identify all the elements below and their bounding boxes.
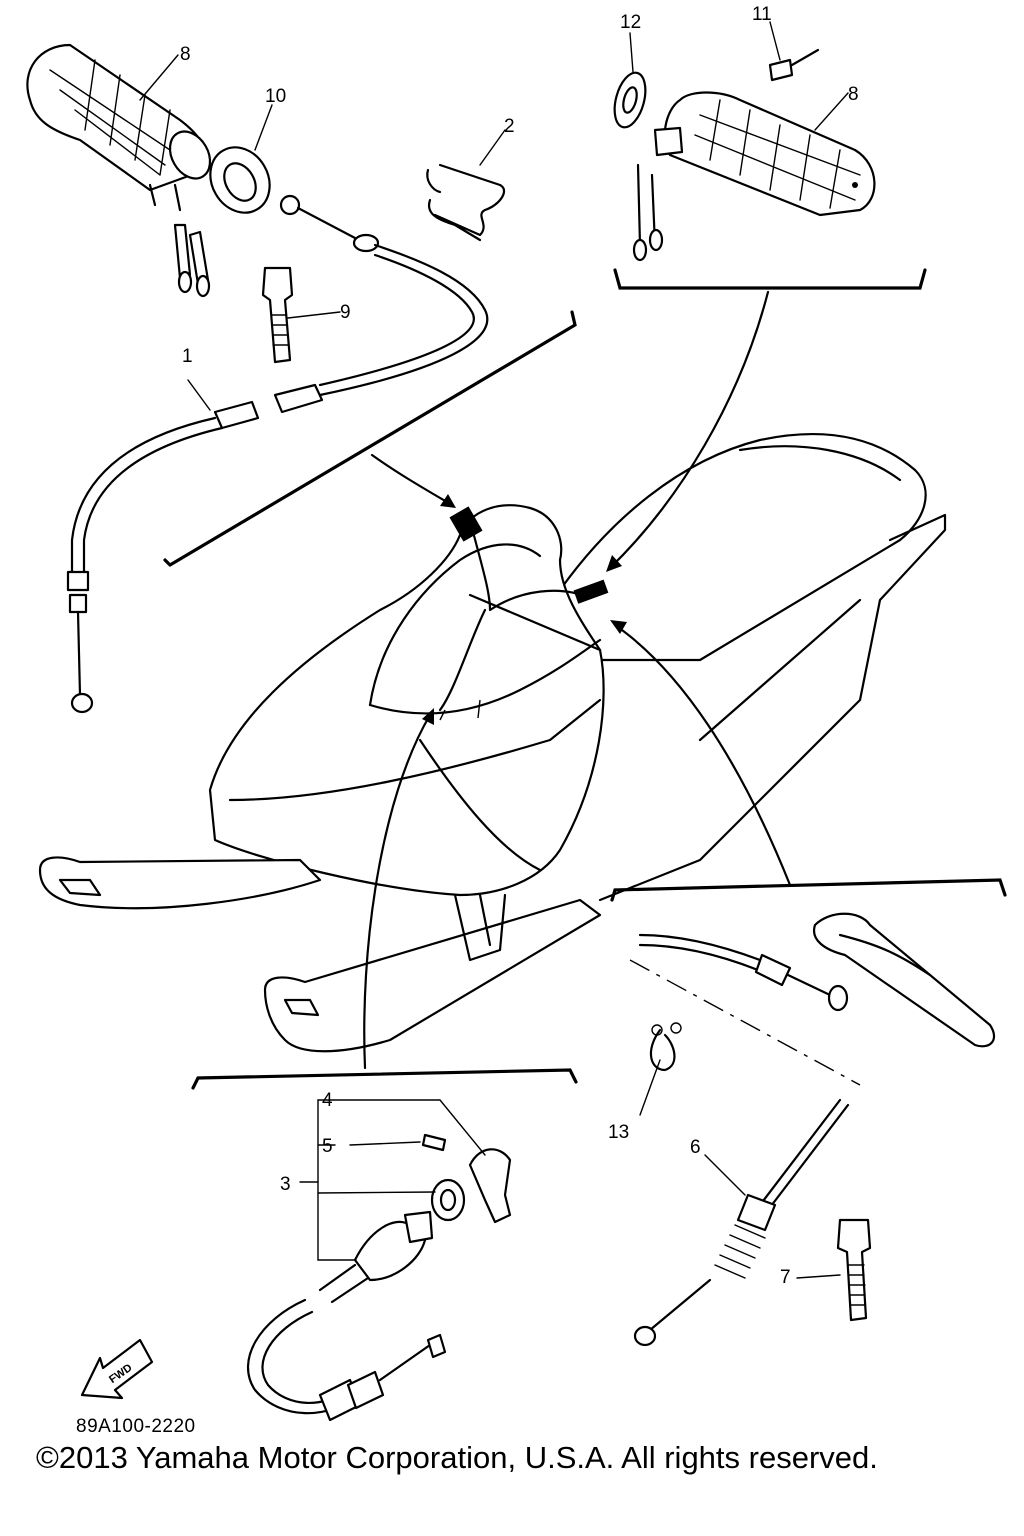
drawing-code: 89A100-2220: [76, 1416, 196, 1437]
part-grip-left: [26, 43, 212, 298]
part-clip-2: [426, 163, 506, 242]
snowmobile-illustration: [38, 433, 947, 1053]
fwd-arrow-icon: FWD: [80, 1338, 154, 1400]
callout-labels: 8 10 2 9 1 12 11 8 4 5 3 13 6 7 89A100-2…: [76, 4, 859, 1437]
callout-1: 1: [182, 346, 193, 367]
callout-11: 10: [265, 86, 286, 107]
callout-6: 6: [690, 1137, 701, 1158]
callout-leaders: [139, 21, 849, 1279]
part-tie-7: [836, 1218, 872, 1322]
copyright-notice: ©2013 Yamaha Motor Corporation, U.S.A. A…: [36, 1440, 878, 1475]
part-clip-13: [649, 1022, 682, 1072]
callout-4: 4: [322, 1090, 333, 1111]
pointer-arrows: [363, 290, 792, 1070]
callout-10: 11: [752, 4, 772, 25]
callout-3: 3: [280, 1174, 291, 1195]
part-tie-9: [261, 266, 294, 364]
callout-9: 9: [340, 302, 351, 323]
part-screw-10: [768, 48, 820, 82]
callout-13: 13: [608, 1122, 629, 1143]
part-brake-lever: [638, 912, 996, 1048]
part-grip-right: [632, 91, 876, 262]
callout-8-right: 8: [848, 84, 859, 105]
dash-leader-right: [629, 959, 861, 1086]
group-brackets: [163, 268, 1007, 1090]
part-ring-11: [209, 146, 271, 214]
part-assembly-3: [246, 1133, 512, 1422]
callout-5: 5: [322, 1136, 333, 1157]
part-cable-1: [66, 194, 489, 714]
callout-8-left: 8: [180, 44, 191, 65]
callout-7: 7: [780, 1267, 791, 1288]
callout-2: 2: [504, 116, 515, 137]
callout-12: 12: [620, 12, 641, 33]
part-3-bracket-lines: [299, 1099, 486, 1261]
part-washer-12: [613, 71, 647, 129]
part-cable-6: [633, 1098, 850, 1347]
